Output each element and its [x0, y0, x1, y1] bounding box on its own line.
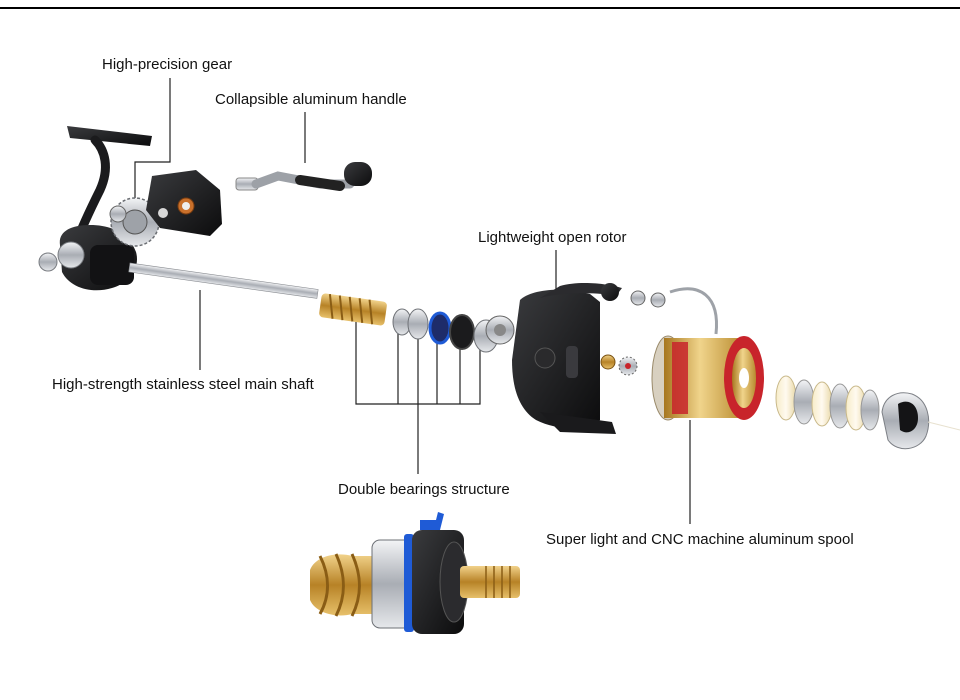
label-bearings: Double bearings structure [338, 481, 510, 498]
label-rotor: Lightweight open rotor [478, 229, 626, 246]
bearing-stack [392, 308, 499, 353]
rotor-washers [600, 354, 638, 376]
leader-lines [134, 78, 691, 524]
label-handle: Collapsible aluminum handle [215, 91, 407, 108]
label-shaft: High-strength stainless steel main shaft [52, 376, 315, 393]
reel-body [38, 126, 152, 291]
drag-washers [775, 375, 880, 431]
handle [235, 162, 372, 191]
gearbox-cover [146, 170, 222, 236]
top-border [0, 0, 960, 9]
label-gear: High-precision gear [102, 56, 232, 73]
spool [651, 335, 764, 421]
label-spool: Super light and CNC machine aluminum spo… [546, 531, 854, 548]
gear-leader [134, 78, 171, 205]
drag-knob [881, 392, 960, 450]
pinion-gear [319, 293, 387, 326]
bearing-closeup [310, 512, 520, 634]
rotor [485, 282, 718, 434]
main-shaft [128, 262, 319, 299]
